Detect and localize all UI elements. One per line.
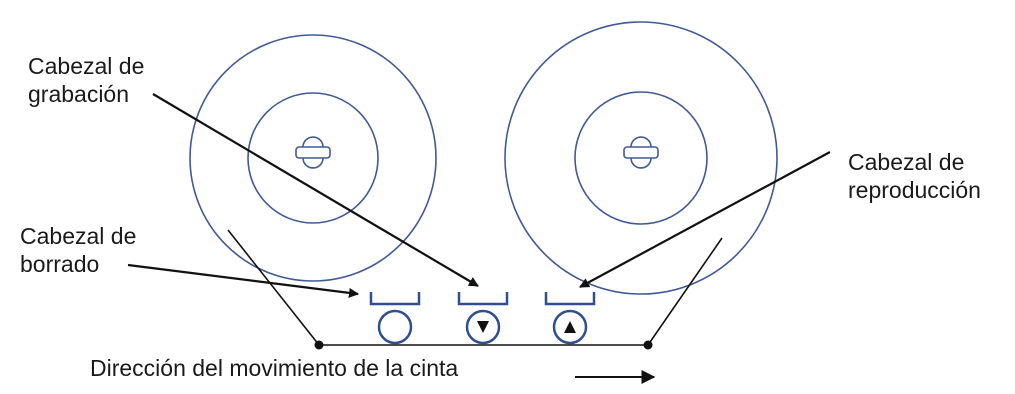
right-reel-spindle-icon [623,136,659,169]
erase-head-label-line2: borrado [20,251,100,277]
tape-direction-label: Dirección del movimiento de la cinta [90,355,459,381]
tape-path [227,229,723,346]
playback-head [544,292,596,345]
recording-head-label: Cabezal de grabación [28,52,144,108]
right-reel-outer [504,21,778,295]
triangle-up-icon [564,321,576,333]
triangle-down-icon [477,321,489,333]
left-tape-guide [314,340,324,350]
recording-head [457,292,509,345]
right-reel-hub [574,91,708,225]
right-tape-guide [643,340,653,350]
erase-head [369,292,421,345]
recording-head-label-line2: grabación [28,81,130,107]
left-reel-outer [189,34,437,282]
left-reel-hub [247,92,379,224]
erase-head-label-line1: Cabezal de [20,223,137,249]
playback-head-label: Cabezal de reproducción [848,148,981,204]
playback-head-label-line2: reproducción [848,177,981,203]
recording-head-pointer [152,93,479,287]
recording-head-label-line1: Cabezal de [28,53,145,79]
erase-head-pointer [127,263,359,298]
playback-head-label-line1: Cabezal de [848,149,965,175]
left-reel [189,34,437,282]
playback-head-pointer [579,151,831,288]
left-reel-spindle-icon [295,136,331,169]
right-reel [504,21,778,295]
erase-head-label: Cabezal de borrado [20,222,136,278]
